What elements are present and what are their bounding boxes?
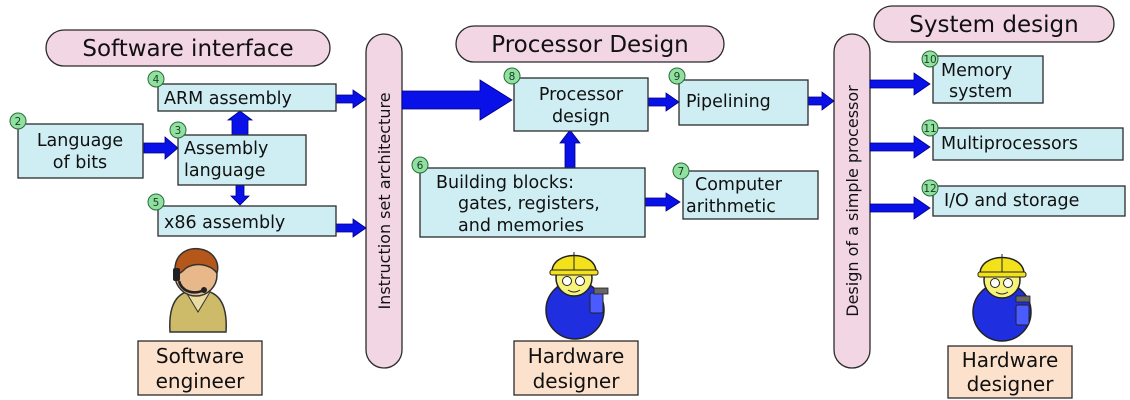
svg-text:design: design <box>552 107 610 127</box>
hard-hat-person-icon <box>545 252 609 340</box>
svg-text:Language: Language <box>37 131 123 151</box>
svg-text:Assembly: Assembly <box>184 139 268 159</box>
node-x86-assembly: x86 assembly 5 <box>147 193 337 237</box>
node-memory-system: Memory system 10 <box>921 50 1044 104</box>
hard-hat-person-icon-2 <box>972 254 1032 342</box>
arrow-processor-to-io <box>869 196 931 220</box>
svg-text:arithmetic: arithmetic <box>686 197 776 217</box>
svg-text:Building blocks:: Building blocks: <box>436 173 574 193</box>
arrow-pipelining-to-processor <box>807 91 835 111</box>
arrow-x86-to-isa <box>335 218 367 238</box>
svg-text:Pipelining: Pipelining <box>686 92 771 112</box>
node-assembly-language: Assembly language 3 <box>169 121 307 186</box>
svg-text:Hardware: Hardware <box>962 348 1059 372</box>
svg-text:Design of a simple processor: Design of a simple processor <box>843 85 862 317</box>
header-processor-design: Processor Design <box>455 25 725 63</box>
svg-text:2: 2 <box>15 116 22 128</box>
svg-text:10: 10 <box>923 54 936 66</box>
svg-text:designer: designer <box>967 372 1055 396</box>
svg-text:engineer: engineer <box>156 369 246 393</box>
arrows <box>143 72 931 238</box>
svg-text:Software interface: Software interface <box>82 36 293 62</box>
headset-person-icon <box>169 247 227 333</box>
arrow-assembly-to-x86 <box>230 183 250 206</box>
svg-text:Multiprocessors: Multiprocessors <box>941 134 1078 154</box>
arrow-assembly-to-arm <box>226 110 254 136</box>
svg-text:7: 7 <box>678 166 685 178</box>
svg-text:I/O and storage: I/O and storage <box>944 191 1079 211</box>
arrow-processor-to-multiprocessors <box>869 135 931 159</box>
svg-text:Processor Design: Processor Design <box>491 32 689 58</box>
svg-text:Memory: Memory <box>941 61 1012 81</box>
arrow-blocks-to-processor <box>559 129 581 169</box>
svg-text:11: 11 <box>923 123 936 135</box>
svg-text:8: 8 <box>509 71 516 83</box>
arrow-bits-to-assembly <box>143 136 179 160</box>
header-software-interface: Software interface <box>45 29 331 67</box>
svg-text:x86 assembly: x86 assembly <box>164 213 285 233</box>
svg-text:3: 3 <box>175 125 182 137</box>
node-arm-assembly: ARM assembly 4 <box>147 70 337 112</box>
role-software-engineer: Software engineer <box>137 340 263 396</box>
svg-text:language: language <box>184 161 265 181</box>
node-multiprocessors: Multiprocessors 11 <box>921 119 1124 161</box>
arrow-blocks-to-arithmetic <box>644 192 681 212</box>
node-computer-arithmetic: Computer arithmetic 7 <box>672 162 819 220</box>
node-io-storage: I/O and storage 12 <box>921 179 1126 217</box>
svg-text:ARM assembly: ARM assembly <box>164 89 292 109</box>
role-hardware-designer-1: Hardware designer <box>513 340 639 396</box>
svg-text:12: 12 <box>923 183 936 195</box>
svg-text:4: 4 <box>153 74 160 86</box>
arrow-isa-to-processor <box>401 79 513 121</box>
svg-text:5: 5 <box>153 197 160 209</box>
svg-text:9: 9 <box>674 71 681 83</box>
node-language-of-bits: Language of bits 2 <box>9 112 144 179</box>
svg-text:Computer: Computer <box>695 175 783 195</box>
svg-text:6: 6 <box>417 160 424 172</box>
header-system-design: System design <box>873 5 1115 43</box>
svg-text:Hardware: Hardware <box>528 344 625 368</box>
node-pipelining: Pipelining 9 <box>668 67 809 126</box>
svg-text:and memories: and memories <box>458 216 584 236</box>
node-processor-design: Processor design 8 <box>503 67 649 132</box>
svg-text:Instruction set architecture: Instruction set architecture <box>375 92 394 309</box>
svg-text:Processor: Processor <box>539 85 624 105</box>
arrow-processor-to-pipelining <box>647 92 680 112</box>
svg-text:gates, registers,: gates, registers, <box>458 194 600 214</box>
node-building-blocks: Building blocks: gates, registers, and m… <box>411 156 646 238</box>
arrow-arm-to-isa <box>335 89 367 109</box>
pillar-simple-processor: Design of a simple processor <box>833 33 871 369</box>
svg-text:System design: System design <box>909 12 1078 38</box>
svg-text:Software: Software <box>156 344 244 368</box>
pillar-instruction-set-architecture: Instruction set architecture <box>365 33 403 369</box>
svg-text:of bits: of bits <box>53 153 107 173</box>
svg-text:designer: designer <box>533 369 621 393</box>
svg-text:system: system <box>949 82 1012 102</box>
role-hardware-designer-2: Hardware designer <box>947 345 1073 399</box>
arrow-processor-to-memory <box>869 72 931 96</box>
